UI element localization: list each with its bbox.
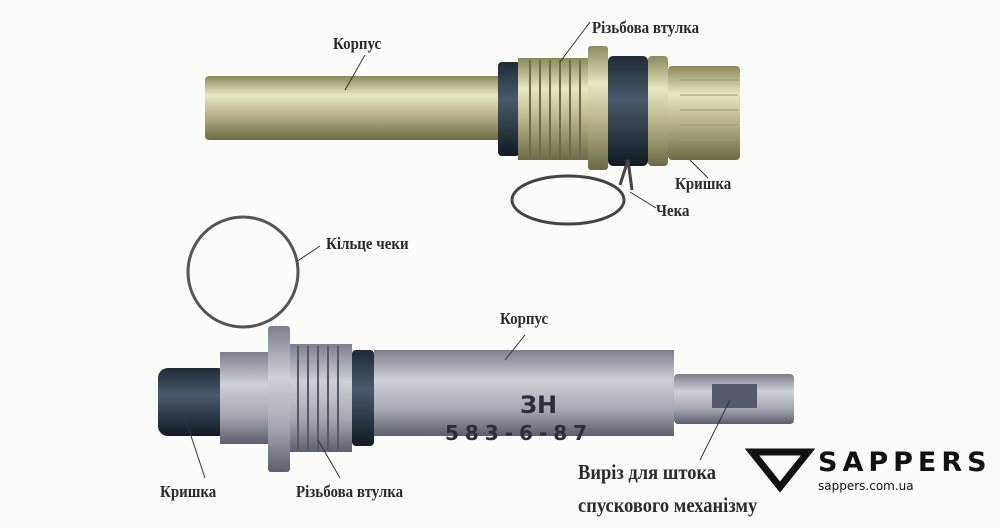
bottom-label-threaded-bushing: Різьбова втулка bbox=[296, 482, 404, 501]
top-seal-ring bbox=[498, 62, 520, 156]
top-label-body: Корпус bbox=[333, 34, 382, 53]
slot-cutout bbox=[712, 384, 757, 408]
bottom-hex-nut bbox=[268, 326, 290, 472]
top-cap bbox=[668, 66, 740, 160]
bottom-label-body: Корпус bbox=[500, 309, 549, 328]
bottom-label-slot-line1: Виріз для штока bbox=[578, 460, 717, 484]
top-pin-ring bbox=[510, 174, 626, 226]
bottom-seal-ring bbox=[352, 350, 374, 446]
bottom-pin-ring bbox=[186, 215, 300, 329]
bottom-body-tube bbox=[374, 350, 674, 436]
bottom-threaded-bushing bbox=[290, 344, 352, 452]
marking-code: ЗН bbox=[520, 391, 557, 419]
marking-serial: 583-6-87 bbox=[445, 421, 593, 445]
bottom-fuse: ЗН 583-6-87 bbox=[158, 215, 794, 479]
top-label-pin: Чека bbox=[656, 201, 690, 220]
sappers-logo-triangle bbox=[744, 448, 816, 493]
top-hex-nut bbox=[588, 46, 608, 170]
top-label-threaded-bushing: Різьбова втулка bbox=[592, 18, 700, 37]
top-body-tube bbox=[205, 76, 505, 140]
sappers-logo-title: SAPPERS bbox=[818, 447, 992, 478]
sappers-logo-url: sappers.com.ua bbox=[818, 479, 914, 493]
top-label-cap: Кришка bbox=[675, 174, 732, 193]
bottom-label-pin-ring: Кільце чеки bbox=[326, 234, 409, 253]
bottom-cap bbox=[158, 368, 228, 436]
top-black-washer bbox=[608, 56, 648, 166]
bottom-label-slot-line2: спускового механізму bbox=[578, 493, 758, 517]
bottom-label-cap: Кришка bbox=[160, 482, 217, 501]
top-fuse bbox=[205, 21, 740, 226]
